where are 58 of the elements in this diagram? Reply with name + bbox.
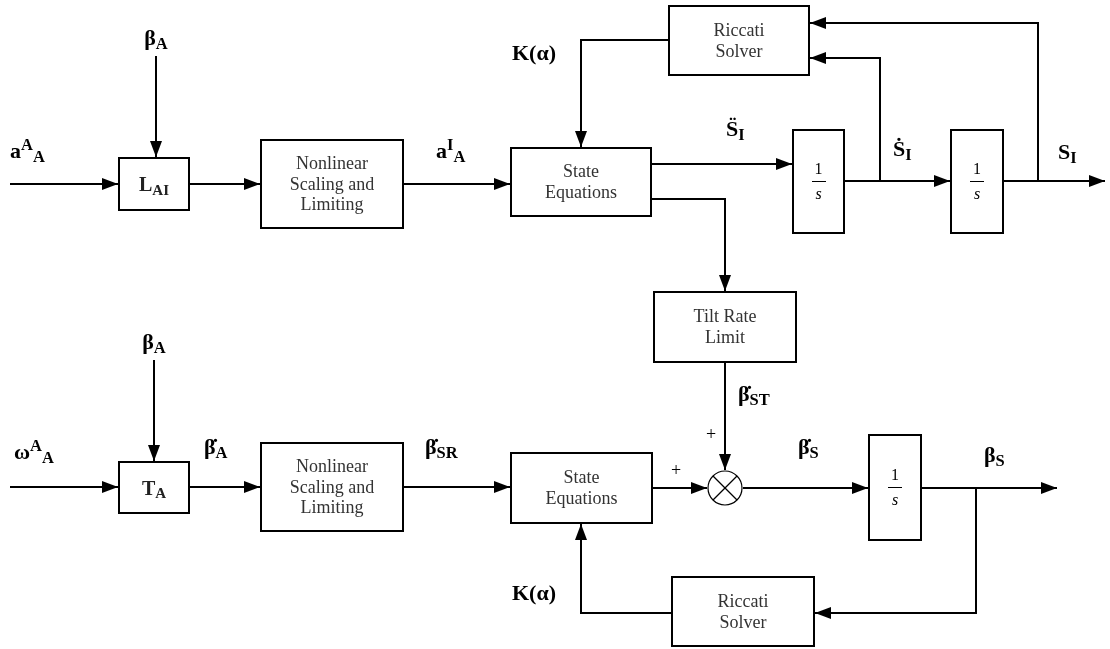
signal-arrow xyxy=(9,178,119,190)
process-block xyxy=(653,291,797,363)
signal-arrow xyxy=(575,39,669,148)
numerator: 1 xyxy=(973,161,981,177)
integrator-block xyxy=(868,434,922,541)
signal-arrow xyxy=(652,482,708,494)
edge-label: K(α) xyxy=(512,582,557,604)
numerator: 1 xyxy=(891,467,899,483)
process-block xyxy=(260,139,404,229)
block-text: Riccati Solver xyxy=(716,590,770,633)
signal-arrow xyxy=(189,481,261,493)
edge-label: K(α) xyxy=(512,42,557,64)
signal-arrow xyxy=(651,158,793,170)
signal-arrow xyxy=(651,198,731,292)
integrator-block xyxy=(792,129,845,234)
signal-arrow xyxy=(189,178,261,190)
block-text: Riccati Solver xyxy=(712,19,766,62)
signal-arrow xyxy=(575,523,672,614)
signal-arrow xyxy=(150,55,162,158)
block-text: Tilt Rate Limit xyxy=(692,306,758,348)
process-block xyxy=(668,5,810,76)
numerator: 1 xyxy=(814,161,823,177)
edge-label: S̈$_{I}$ xyxy=(726,118,745,140)
block-label: T$_{A}$ xyxy=(141,477,167,498)
signal-arrow xyxy=(809,52,881,182)
signal-arrow xyxy=(814,487,977,619)
edge-label: β̇$_{ST}$ xyxy=(738,383,770,405)
edge-label: β$_{S}$ xyxy=(984,444,1005,466)
process-block xyxy=(671,576,815,647)
denominator: s xyxy=(891,492,899,508)
signal-arrow xyxy=(719,362,731,471)
signal-arrow xyxy=(148,359,160,462)
edge-label: β̇$_{S}$ xyxy=(798,436,819,458)
transform-block xyxy=(118,461,190,514)
block-label: L$_{AI}$ xyxy=(139,174,169,194)
signal-arrow xyxy=(742,482,869,494)
integrator-block xyxy=(950,129,1004,234)
denominator: s xyxy=(973,186,981,202)
signal-arrow xyxy=(403,178,511,190)
transform-block xyxy=(118,157,190,211)
signal-arrow xyxy=(9,481,119,493)
signal-label: β$_{A}$ xyxy=(144,27,168,49)
process-block xyxy=(510,452,653,524)
sign-label: + xyxy=(706,425,717,443)
block-text: Nonlinear Scaling and Limiting xyxy=(288,152,376,216)
signal-arrow xyxy=(403,481,511,493)
process-block xyxy=(260,442,404,532)
block-text: State Equations xyxy=(544,161,618,203)
edge-label: β̇$_{SR}$ xyxy=(425,436,458,458)
signal-label: β$_{A}$ xyxy=(142,331,166,353)
signal-arrow xyxy=(809,17,1039,182)
denominator: s xyxy=(815,186,822,202)
edge-label: Ṡ$_{I}$ xyxy=(893,138,912,160)
block-text: State Equations xyxy=(544,467,619,509)
block-text: Nonlinear Scaling and Limiting xyxy=(288,455,376,519)
process-block xyxy=(510,147,652,217)
edge-label: β̇$_{A}$ xyxy=(204,436,228,458)
sign-label: + xyxy=(671,461,682,479)
